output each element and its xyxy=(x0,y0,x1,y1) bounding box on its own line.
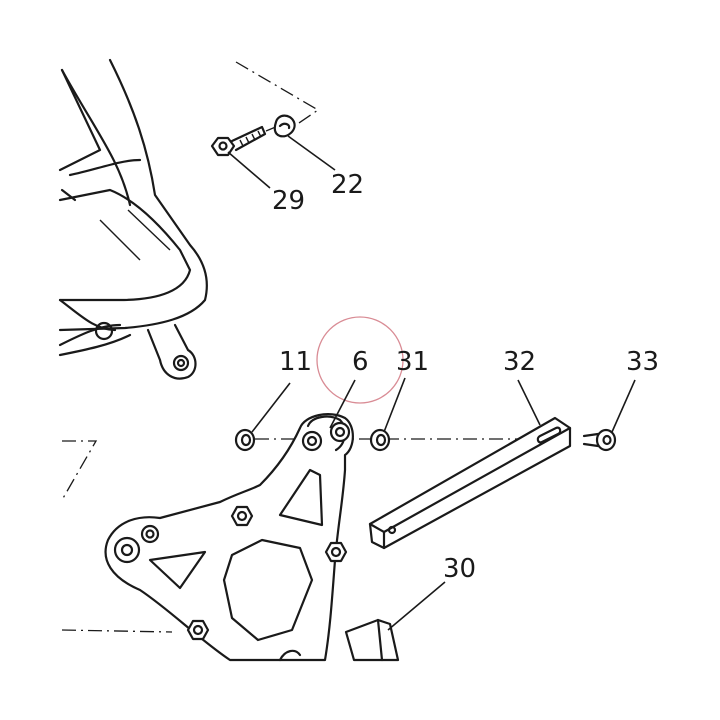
leader-30 xyxy=(387,581,446,631)
part-number-33: 33 xyxy=(626,347,659,377)
leader-6 xyxy=(329,379,356,429)
part-number-11: 11 xyxy=(279,347,312,377)
leader-29 xyxy=(227,151,271,189)
top-centerline xyxy=(235,61,320,126)
part-number-31: 31 xyxy=(396,347,429,377)
part-number-6: 6 xyxy=(352,347,369,377)
washer-22 xyxy=(273,114,296,138)
bushing-31 xyxy=(369,428,391,452)
left-centerline xyxy=(61,440,98,501)
upper-housing xyxy=(58,58,208,380)
leader-22 xyxy=(287,135,336,171)
part-number-30: 30 xyxy=(443,554,476,584)
highlight-circle xyxy=(316,316,404,404)
part-number-32: 32 xyxy=(503,347,536,377)
footrest-bracket xyxy=(104,413,354,662)
part-number-22: 22 xyxy=(331,170,364,200)
leader-33 xyxy=(611,379,636,433)
bolt-29 xyxy=(210,125,267,157)
part-number-29: 29 xyxy=(272,186,305,216)
screw-33 xyxy=(582,428,617,452)
lower-left-centerline xyxy=(61,629,173,633)
leader-32 xyxy=(517,379,541,426)
bushing-11 xyxy=(234,428,256,452)
leader-11 xyxy=(251,382,291,433)
leader-31 xyxy=(383,377,406,433)
part-30-piece xyxy=(344,618,400,662)
bar-32 xyxy=(368,416,572,550)
